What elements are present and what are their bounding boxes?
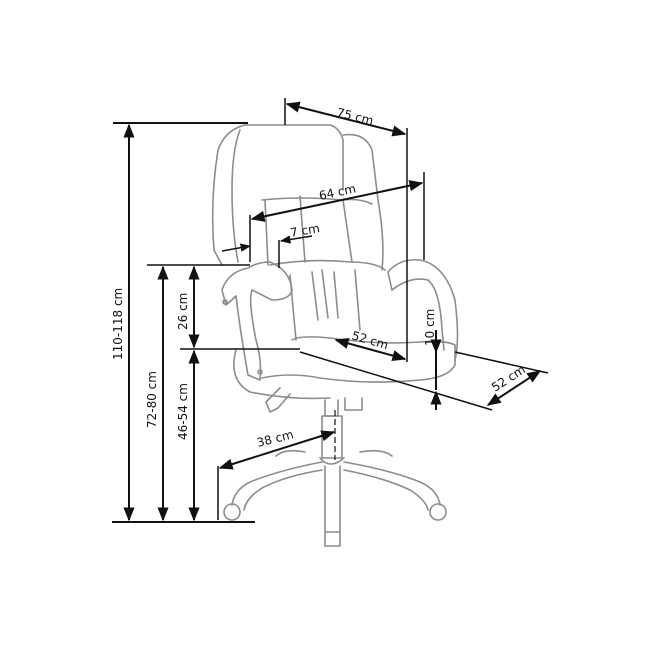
dimension-lines [112,98,549,523]
label-armrest-height: 72-80 cm [145,371,159,428]
label-total-width: 75 cm [335,105,375,128]
chair-outline [211,124,459,547]
label-seat-depth: 52 cm [489,362,528,394]
label-armrest-above-seat: 26 cm [176,293,190,330]
label-seat-height: 46-54 cm [176,383,190,440]
label-total-height: 110-118 cm [111,288,125,360]
label-armrest-width: 7 cm [289,221,321,240]
label-seat-thickness: 10 cm [423,309,437,346]
